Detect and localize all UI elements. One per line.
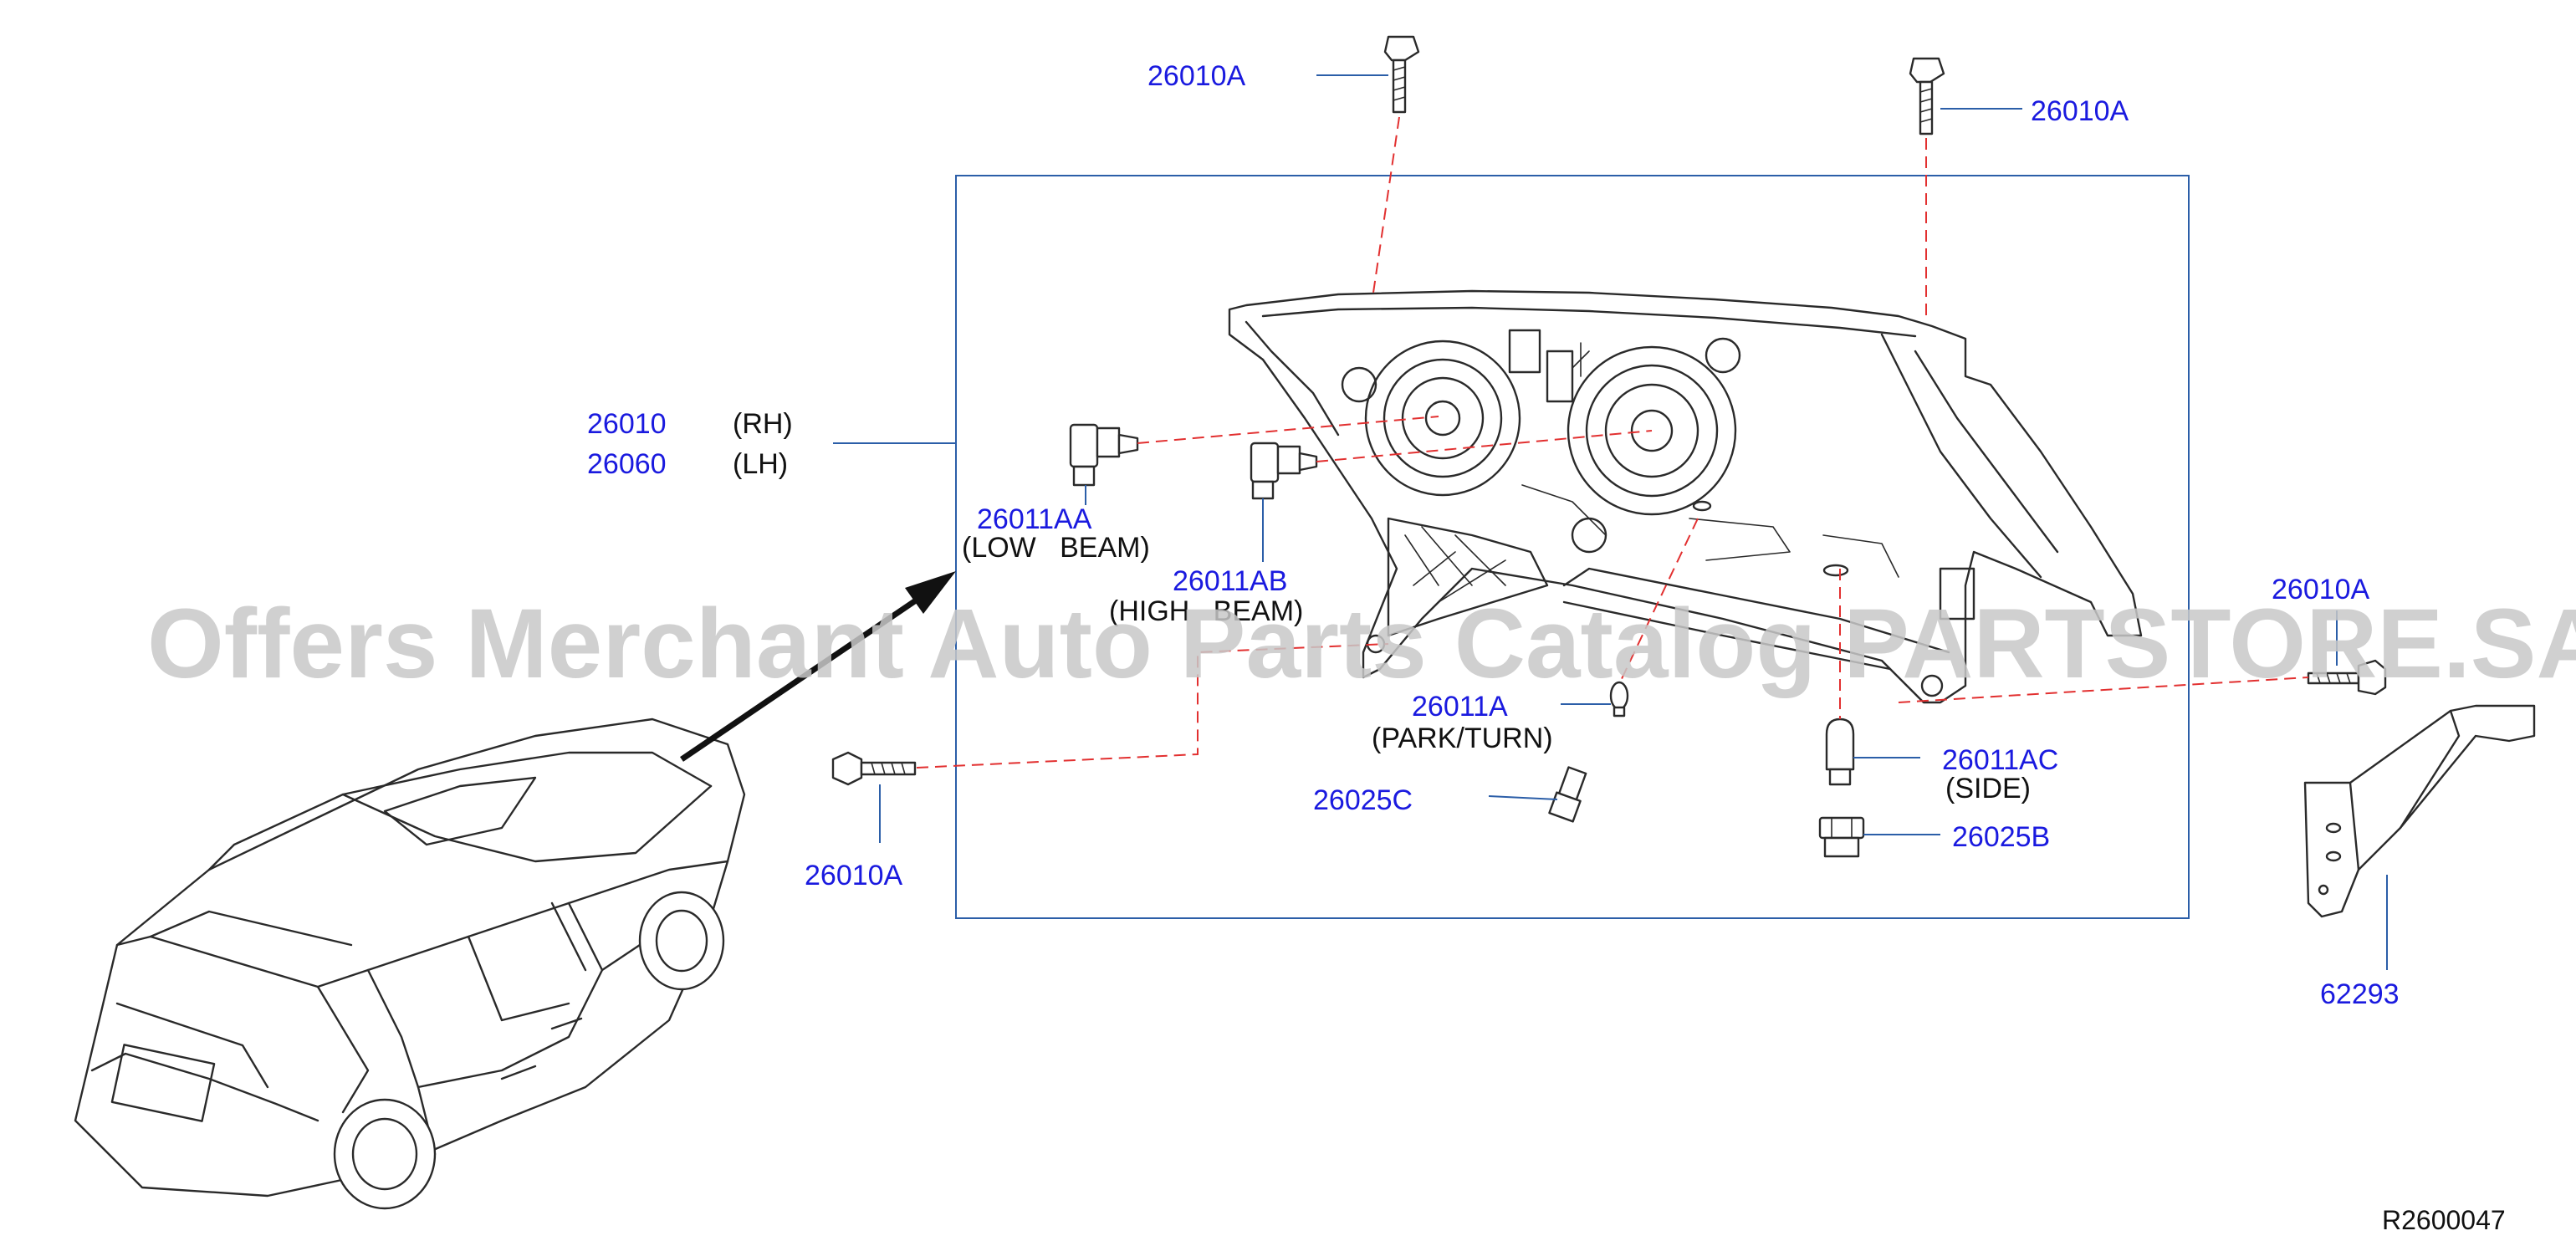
park-turn-bulb-icon — [1609, 681, 1629, 718]
callout-low-beam-bulb: 26011AA — [977, 503, 1092, 535]
assembly-lh-number: 26060 — [587, 448, 667, 480]
headlamp-housing — [1228, 289, 2143, 704]
assembly-frame — [955, 175, 2190, 919]
high-beam-bulb-icon — [1250, 442, 1318, 500]
diagram-ref-code: R2600047 — [2382, 1205, 2506, 1235]
assembly-lh-label: (LH) — [733, 448, 788, 480]
callout-high-beam-desc: (HIGH BEAM) — [1109, 595, 1303, 627]
bolt-right — [2307, 659, 2387, 696]
assembly-rh-label: (RH) — [733, 408, 793, 440]
callout-bolt-top-right: 26010A — [2031, 95, 2129, 127]
side-bulb-icon — [1825, 718, 1855, 786]
callout-side-desc: (SIDE) — [1945, 773, 2031, 804]
bolt-top-left — [1383, 35, 1420, 114]
low-beam-bulb-icon — [1069, 423, 1139, 487]
bolt-left — [831, 751, 917, 786]
dashed-connections — [916, 116, 2309, 769]
assembly-rh-number: 26010 — [587, 408, 667, 440]
callout-bolt-left: 26010A — [805, 860, 903, 891]
callout-park-socket: 26025C — [1313, 784, 1413, 816]
callout-low-beam-desc: (LOW BEAM) — [962, 532, 1150, 564]
callout-side-socket: 26025B — [1952, 821, 2050, 853]
callout-park-turn-bulb: 26011A — [1412, 691, 1508, 723]
leader-lines — [833, 74, 2388, 970]
callout-park-turn-desc: (PARK/TURN) — [1372, 723, 1553, 754]
callout-bolt-top-left: 26010A — [1147, 60, 1246, 92]
watermark-text: Offers Merchant Auto Parts Catalog PARTS… — [147, 589, 2576, 699]
bolt-top-right — [1909, 57, 1945, 135]
park-turn-socket-icon — [1548, 766, 1587, 823]
side-socket-icon — [1818, 816, 1865, 858]
mounting-bracket — [2303, 704, 2536, 918]
callout-bolt-right: 26010A — [2272, 574, 2370, 605]
pointer-arrow — [680, 571, 956, 762]
callout-high-beam-bulb: 26011AB — [1173, 565, 1287, 597]
callout-bracket: 62293 — [2320, 978, 2400, 1010]
vehicle-illustration — [74, 718, 746, 1210]
callout-side-bulb: 26011AC — [1942, 744, 2058, 776]
